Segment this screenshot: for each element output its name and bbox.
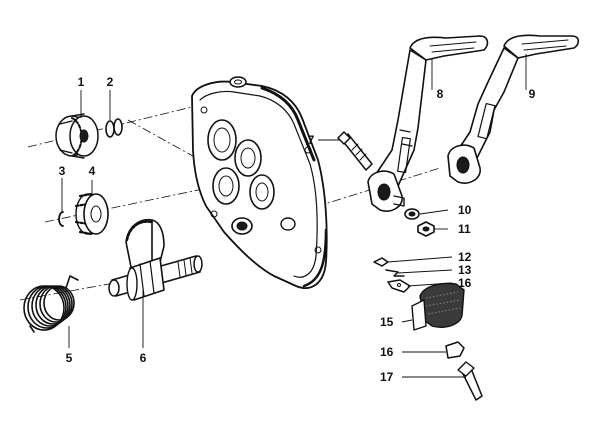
callout-labels: 1 2 3 4 5 6 7 8 9 10 11 12 13 16 15 16 1… xyxy=(59,75,536,384)
callout-8: 8 xyxy=(437,87,444,101)
part-6-kickstart-shaft xyxy=(108,218,203,301)
callout-3: 3 xyxy=(59,164,66,178)
part-13-spring-clip xyxy=(385,269,405,277)
part-1-pinion-gear xyxy=(55,113,99,159)
callout-9: 9 xyxy=(529,87,536,101)
callout-2: 2 xyxy=(107,75,114,89)
part-16-bracket xyxy=(387,279,411,293)
part-5-coil-spring xyxy=(23,275,79,333)
gear-housing-cover xyxy=(191,76,328,289)
callout-13: 13 xyxy=(458,263,472,277)
callout-16-upper: 16 xyxy=(458,276,472,290)
callout-6: 6 xyxy=(140,351,147,365)
callout-12: 12 xyxy=(458,250,472,264)
callout-4: 4 xyxy=(89,164,96,178)
part-4-spur-gear xyxy=(74,192,109,236)
part-15-rubber-pedal xyxy=(411,282,465,331)
part-7-bolt xyxy=(337,131,373,171)
callout-16-lower: 16 xyxy=(380,345,394,359)
part-8-kick-lever xyxy=(367,35,489,212)
callout-5: 5 xyxy=(66,351,73,365)
callout-15: 15 xyxy=(380,315,394,329)
leader-lines xyxy=(61,54,527,378)
callout-17: 17 xyxy=(380,370,394,384)
part-17-pin xyxy=(457,361,483,401)
part-12-clip xyxy=(373,257,389,267)
part-2-washers xyxy=(105,118,123,138)
part-3-circlip xyxy=(58,211,64,227)
callout-11: 11 xyxy=(458,222,471,236)
callout-10: 10 xyxy=(458,203,472,217)
callout-7: 7 xyxy=(308,133,315,147)
part-16-clip xyxy=(445,341,465,359)
callout-1: 1 xyxy=(78,75,85,89)
part-10-washer xyxy=(404,208,420,220)
part-11-nut xyxy=(417,221,435,237)
part-9-kick-lever xyxy=(447,34,580,184)
